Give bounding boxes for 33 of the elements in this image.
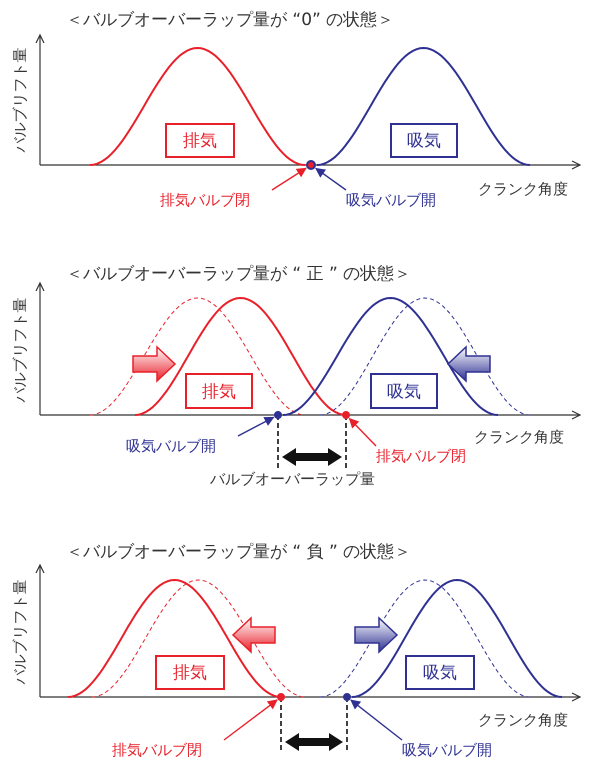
callout-text: 吸気バルブ開 [126,436,238,456]
axis-label: クランク角度 [478,711,568,729]
point-marker [343,693,351,701]
process-box: 排気 [185,373,253,409]
point-marker [277,693,285,701]
process-box: 排気 [165,123,235,158]
process-box: 吸気 [405,655,475,690]
leader-arrow [315,168,346,191]
panel-title: ＜バルブオーバーラップ量が “0” の状態＞ [66,9,394,31]
dimension-label: バルブオーバーラップ量 [210,470,375,488]
process-box: 吸気 [390,123,458,158]
axis-label: バルブリフト量 [11,298,29,402]
leader-arrow [350,699,402,741]
panel-title: ＜バルブオーバーラップ量が “ 負 ” の状態＞ [66,541,412,563]
axis-label: クランク角度 [474,428,564,446]
leader-arrow [224,699,278,741]
process-box: 排気 [155,655,225,690]
leader-arrow [238,416,274,437]
leader-arrow [272,168,307,191]
callout-text: 排気バルブ閉 [112,740,224,760]
callout-text: 排気バルブ閉 [160,190,272,210]
leader-arrow [348,418,376,446]
axis-label: クランク角度 [478,180,568,198]
point-marker [274,411,282,419]
callout-text: 吸気バルブ開 [402,740,514,760]
point-marker [342,411,350,419]
callout-text: 排気バルブ閉 [376,446,488,466]
axis-label: バルブリフト量 [11,48,29,152]
point-marker [306,160,316,170]
axis-label: バルブリフト量 [11,580,29,684]
callout-text: 吸気バルブ開 [346,190,458,210]
process-box: 吸気 [370,373,438,409]
panel-title: ＜バルブオーバーラップ量が “ 正 ” の状態＞ [66,263,412,285]
